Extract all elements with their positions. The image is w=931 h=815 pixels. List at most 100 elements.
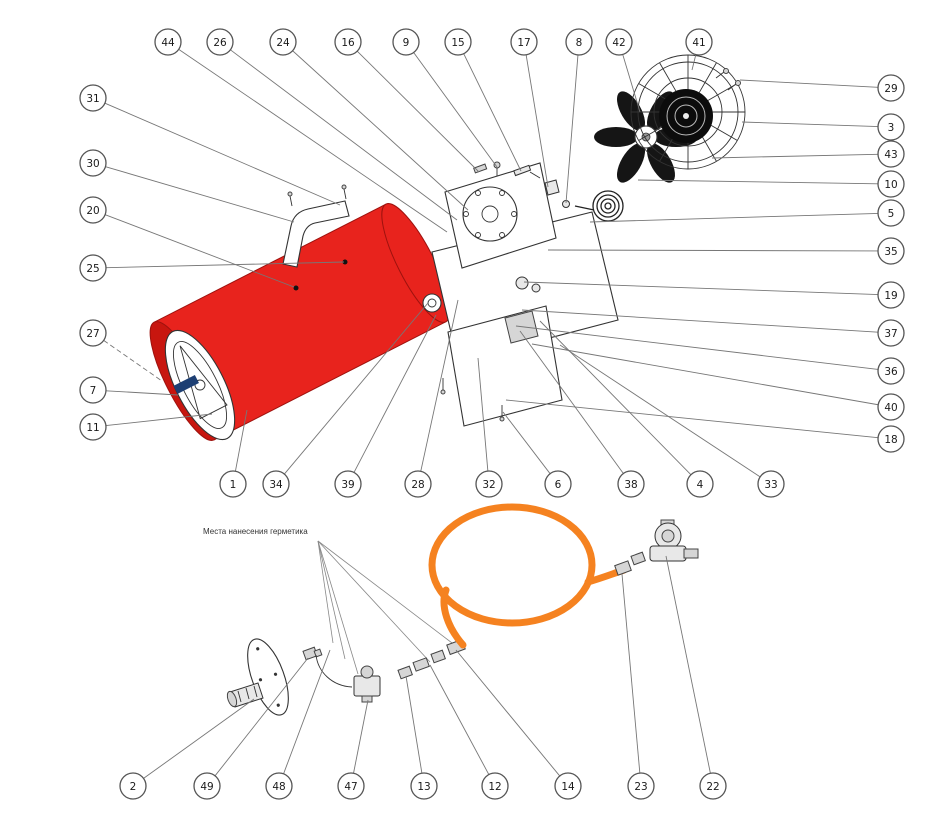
svg-text:20: 20	[86, 205, 99, 217]
carry-handle	[282, 184, 350, 268]
leader-line-43	[711, 153, 879, 159]
svg-text:2: 2	[130, 781, 137, 793]
callout-balloon-4: 4	[686, 470, 714, 498]
svg-text:36: 36	[884, 366, 898, 378]
leader-line-8	[565, 54, 579, 204]
svg-text:8: 8	[576, 37, 583, 49]
handle-screw-icon	[287, 191, 293, 197]
callout-balloon-16: 16	[334, 28, 362, 56]
svg-text:38: 38	[624, 479, 637, 491]
leader-line-24	[292, 50, 469, 211]
callout-balloon-37: 37	[877, 319, 905, 347]
callout-balloon-34: 34	[262, 470, 290, 498]
svg-text:16: 16	[341, 37, 355, 49]
leader-line-30	[105, 166, 295, 223]
brand-badge	[173, 374, 199, 394]
leader-line-14	[455, 649, 561, 777]
callout-balloon-39: 39	[334, 470, 362, 498]
callout-balloon-23: 23	[627, 772, 655, 800]
svg-text:22: 22	[706, 781, 719, 793]
svg-text:27: 27	[86, 328, 99, 340]
leader-line-18	[505, 399, 879, 439]
leader-line-5	[589, 212, 879, 223]
leader-line-35	[547, 249, 879, 252]
callout-balloon-48: 48	[265, 772, 293, 800]
svg-text:28: 28	[411, 479, 424, 491]
leader-line-38	[519, 330, 624, 474]
callout-balloon-36: 36	[877, 357, 905, 385]
callout-balloon-44: 44	[154, 28, 182, 56]
leader-line-4	[539, 320, 692, 476]
svg-text:29: 29	[884, 83, 897, 95]
frame-screw-icon	[440, 389, 446, 395]
leader-line-9	[413, 52, 498, 168]
leader-line-6	[502, 411, 551, 474]
callout-balloon-1: 1	[219, 470, 247, 498]
leader-line-32	[477, 357, 489, 472]
callout-balloon-2: 2	[119, 772, 147, 800]
leader-line-27	[103, 340, 163, 382]
svg-text:24: 24	[276, 37, 290, 49]
svg-text:1: 1	[230, 479, 237, 491]
svg-text:31: 31	[86, 93, 99, 105]
svg-text:17: 17	[517, 37, 530, 49]
svg-text:39: 39	[341, 479, 354, 491]
callout-balloon-25: 25	[79, 254, 107, 282]
leader-line-40	[531, 343, 879, 406]
leader-line-12	[429, 664, 490, 775]
burner-frame	[422, 162, 619, 427]
fan-guard	[630, 54, 746, 170]
guard-screw-icon	[735, 80, 741, 86]
leader-line-31	[104, 102, 341, 206]
callout-balloon-49: 49	[193, 772, 221, 800]
leader-line-48	[283, 649, 331, 774]
frame-screw-icon	[499, 416, 505, 422]
callout-balloon-18: 18	[877, 425, 905, 453]
svg-text:48: 48	[272, 781, 285, 793]
leader-line-41	[691, 54, 697, 71]
svg-text:3: 3	[888, 122, 895, 134]
solenoid-valve	[353, 665, 381, 703]
callout-balloon-47: 47	[337, 772, 365, 800]
leader-line-10	[637, 179, 879, 185]
leader-line-39	[353, 314, 437, 473]
callout-balloon-20: 20	[79, 196, 107, 224]
svg-text:43: 43	[884, 149, 897, 161]
callout-balloon-5: 5	[877, 199, 905, 227]
leader-line-2	[143, 698, 255, 779]
leader-line-22	[665, 555, 711, 774]
callout-balloon-8: 8	[565, 28, 593, 56]
svg-text:12: 12	[488, 781, 501, 793]
svg-text:42: 42	[612, 37, 625, 49]
svg-text:35: 35	[884, 246, 897, 258]
callout-balloon-3: 3	[877, 113, 905, 141]
callout-balloon-15: 15	[444, 28, 472, 56]
svg-text:10: 10	[884, 179, 897, 191]
callout-balloon-24: 24	[269, 28, 297, 56]
callout-balloon-42: 42	[605, 28, 633, 56]
svg-text:4: 4	[697, 479, 704, 491]
leader-line-49	[214, 657, 309, 777]
svg-text:26: 26	[213, 37, 227, 49]
motor-coil-cord	[574, 190, 624, 222]
callout-balloon-19: 19	[877, 281, 905, 309]
callout-balloon-22: 22	[699, 772, 727, 800]
leader-line-11	[105, 413, 213, 427]
svg-text:34: 34	[269, 479, 283, 491]
leader-line-34	[284, 302, 429, 475]
leader-line-42	[622, 54, 641, 113]
callout-balloon-6: 6	[544, 470, 572, 498]
leader-line-37	[521, 309, 879, 333]
callout-balloon-35: 35	[877, 237, 905, 265]
callout-balloon-30: 30	[79, 149, 107, 177]
svg-text:14: 14	[561, 781, 575, 793]
leader-line-29	[739, 79, 879, 88]
callout-balloon-14: 14	[554, 772, 582, 800]
leader-line-15	[463, 53, 522, 172]
svg-text:15: 15	[451, 37, 464, 49]
svg-text:23: 23	[634, 781, 647, 793]
svg-text:47: 47	[344, 781, 357, 793]
svg-text:30: 30	[86, 158, 99, 170]
